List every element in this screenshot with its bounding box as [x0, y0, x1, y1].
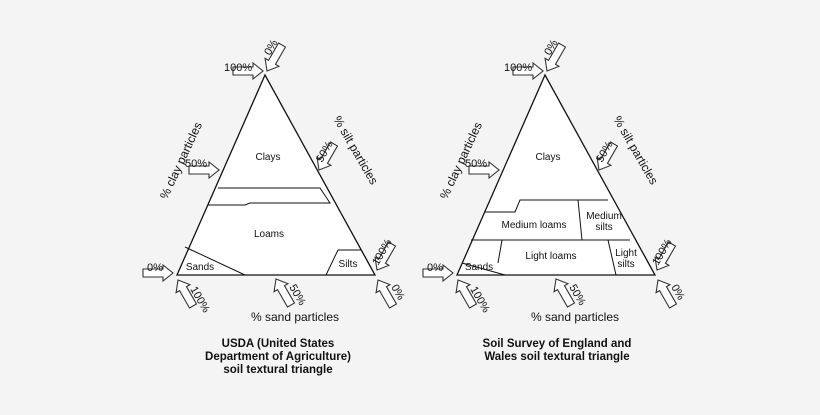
- ew-region-medium-silts-line1: Medium: [586, 211, 622, 222]
- england-wales-triangle-diagram: Clays Medium loams Medium silts Light lo…: [422, 38, 687, 363]
- ew-caption-line-2: Wales soil textural triangle: [484, 351, 629, 363]
- ew-caption-line-1: Soil Survey of England and: [483, 338, 632, 350]
- usda-region-silts: Silts: [339, 259, 358, 270]
- usda-region-sands: Sands: [186, 262, 214, 273]
- ew-axis-sand: % sand particles: [531, 310, 619, 324]
- ew-region-medium-silts-line2: silts: [595, 222, 612, 233]
- usda-axis-sand: % sand particles: [251, 310, 339, 324]
- ew-medium-silts-divider: [577, 199, 583, 241]
- ew-region-light-silts-line2: silts: [617, 259, 634, 270]
- ew-axis-silt: % silt particles: [610, 114, 660, 187]
- usda-region-loams: Loams: [254, 229, 284, 240]
- usda-tick-left-0: 0%: [147, 262, 163, 274]
- usda-axis-silt: % silt particles: [330, 114, 380, 187]
- ew-tick-clay-50: 50%: [465, 158, 487, 170]
- usda-triangle-outline: [176, 73, 377, 276]
- usda-triangle-diagram: Clays Loams Sands Silts 100% 0% 50% 50% …: [142, 38, 407, 376]
- ew-region-clays: Clays: [535, 152, 560, 163]
- ew-region-light-silts-line1: Light: [615, 248, 637, 259]
- usda-caption-line-1: USDA (United States: [222, 338, 335, 350]
- usda-region-clays: Clays: [255, 152, 280, 163]
- usda-tick-clay-50: 50%: [185, 158, 207, 170]
- ew-sand-boundary: [461, 262, 506, 276]
- ew-triangle-outline: [456, 73, 657, 276]
- ew-region-light-loams: Light loams: [525, 251, 576, 262]
- usda-caption-line-2: Department of Agriculture): [205, 351, 351, 363]
- ew-region-sands: Sands: [465, 262, 493, 273]
- ew-clay-boundary: [484, 199, 608, 213]
- ew-region-medium-loams: Medium loams: [501, 220, 566, 231]
- ew-light-silts-divider: [607, 239, 617, 276]
- usda-tick-top-100: 100%: [224, 62, 252, 74]
- usda-sand-boundary: [184, 246, 246, 276]
- usda-silt-boundary: [325, 249, 362, 276]
- usda-caption-line-3: soil textural triangle: [223, 364, 332, 376]
- ew-light-sand-divider: [497, 239, 503, 264]
- ew-tick-top-100: 100%: [504, 62, 532, 74]
- ew-tick-left-0: 0%: [427, 262, 443, 274]
- usda-clay-loam-boundary: [208, 187, 331, 206]
